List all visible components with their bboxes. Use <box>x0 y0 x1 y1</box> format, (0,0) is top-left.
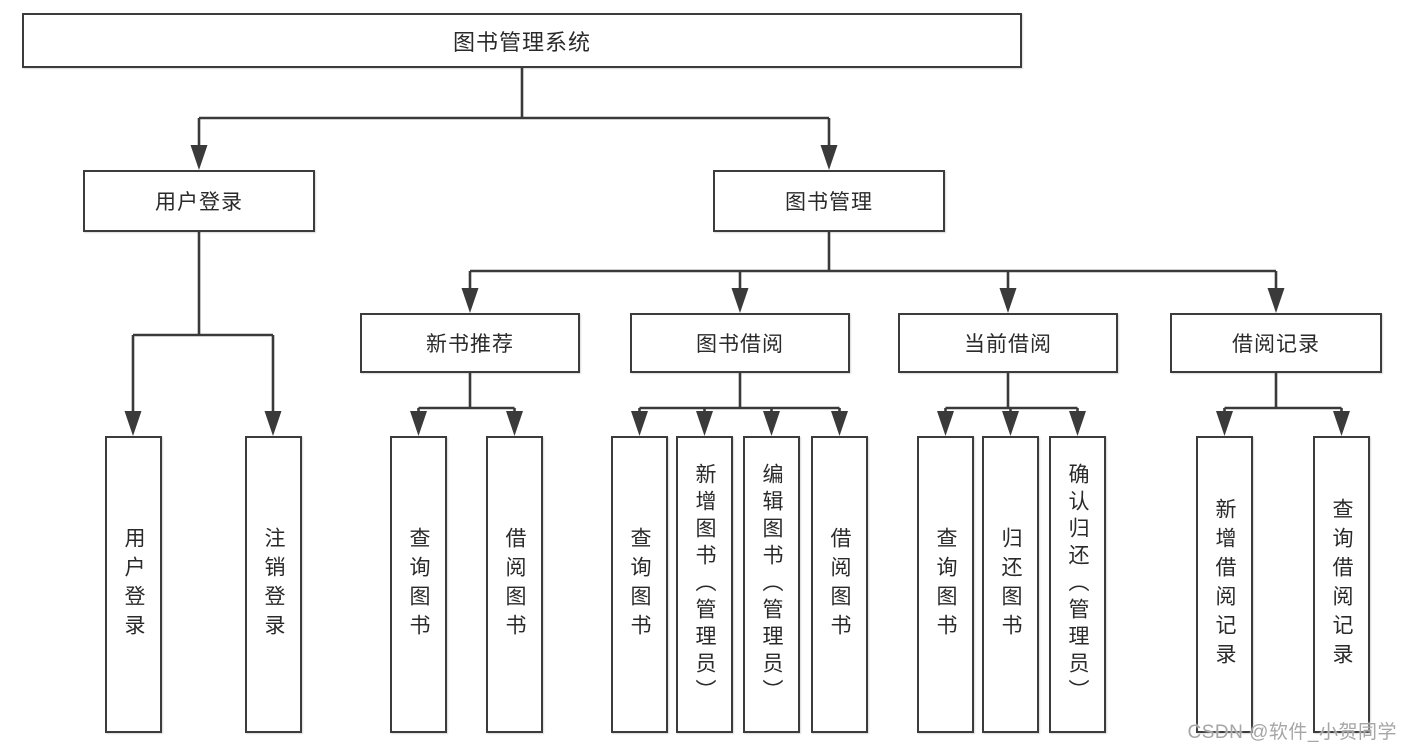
watermark: CSDN @软件_小贺同学 <box>1187 722 1397 743</box>
leaf-logout: 注销登录 <box>245 436 302 733</box>
leaf-confirm-return-admin: 确认归还（管理员） <box>1049 436 1106 733</box>
node-library-system: 图书管理系统 <box>22 13 1022 68</box>
leaf-edit-book-admin: 编辑图书（管理员） <box>743 436 800 733</box>
leaf-add-borrow-record: 新增借阅记录 <box>1196 436 1253 733</box>
leaf-query-books-current: 查询图书 <box>917 436 974 733</box>
node-new-book-recommend: 新书推荐 <box>360 313 580 373</box>
leaf-borrow-books-recommend: 借阅图书 <box>486 436 543 733</box>
leaf-user-login: 用户登录 <box>105 436 162 733</box>
node-borrow-records: 借阅记录 <box>1170 313 1382 373</box>
arrowheads <box>124 145 1350 436</box>
leaf-return-books: 归还图书 <box>982 436 1039 733</box>
node-book-borrow: 图书借阅 <box>630 313 850 373</box>
leaf-query-books-borrow: 查询图书 <box>611 436 668 733</box>
node-user-login: 用户登录 <box>83 170 315 232</box>
leaf-query-borrow-record: 查询借阅记录 <box>1313 436 1370 733</box>
leaf-query-books-recommend: 查询图书 <box>390 436 447 733</box>
leaf-borrow-books: 借阅图书 <box>811 436 868 733</box>
connector-segments <box>131 68 1343 418</box>
node-book-management: 图书管理 <box>713 170 945 232</box>
node-current-borrow: 当前借阅 <box>898 313 1118 373</box>
leaf-add-book-admin: 新增图书（管理员） <box>676 436 733 733</box>
